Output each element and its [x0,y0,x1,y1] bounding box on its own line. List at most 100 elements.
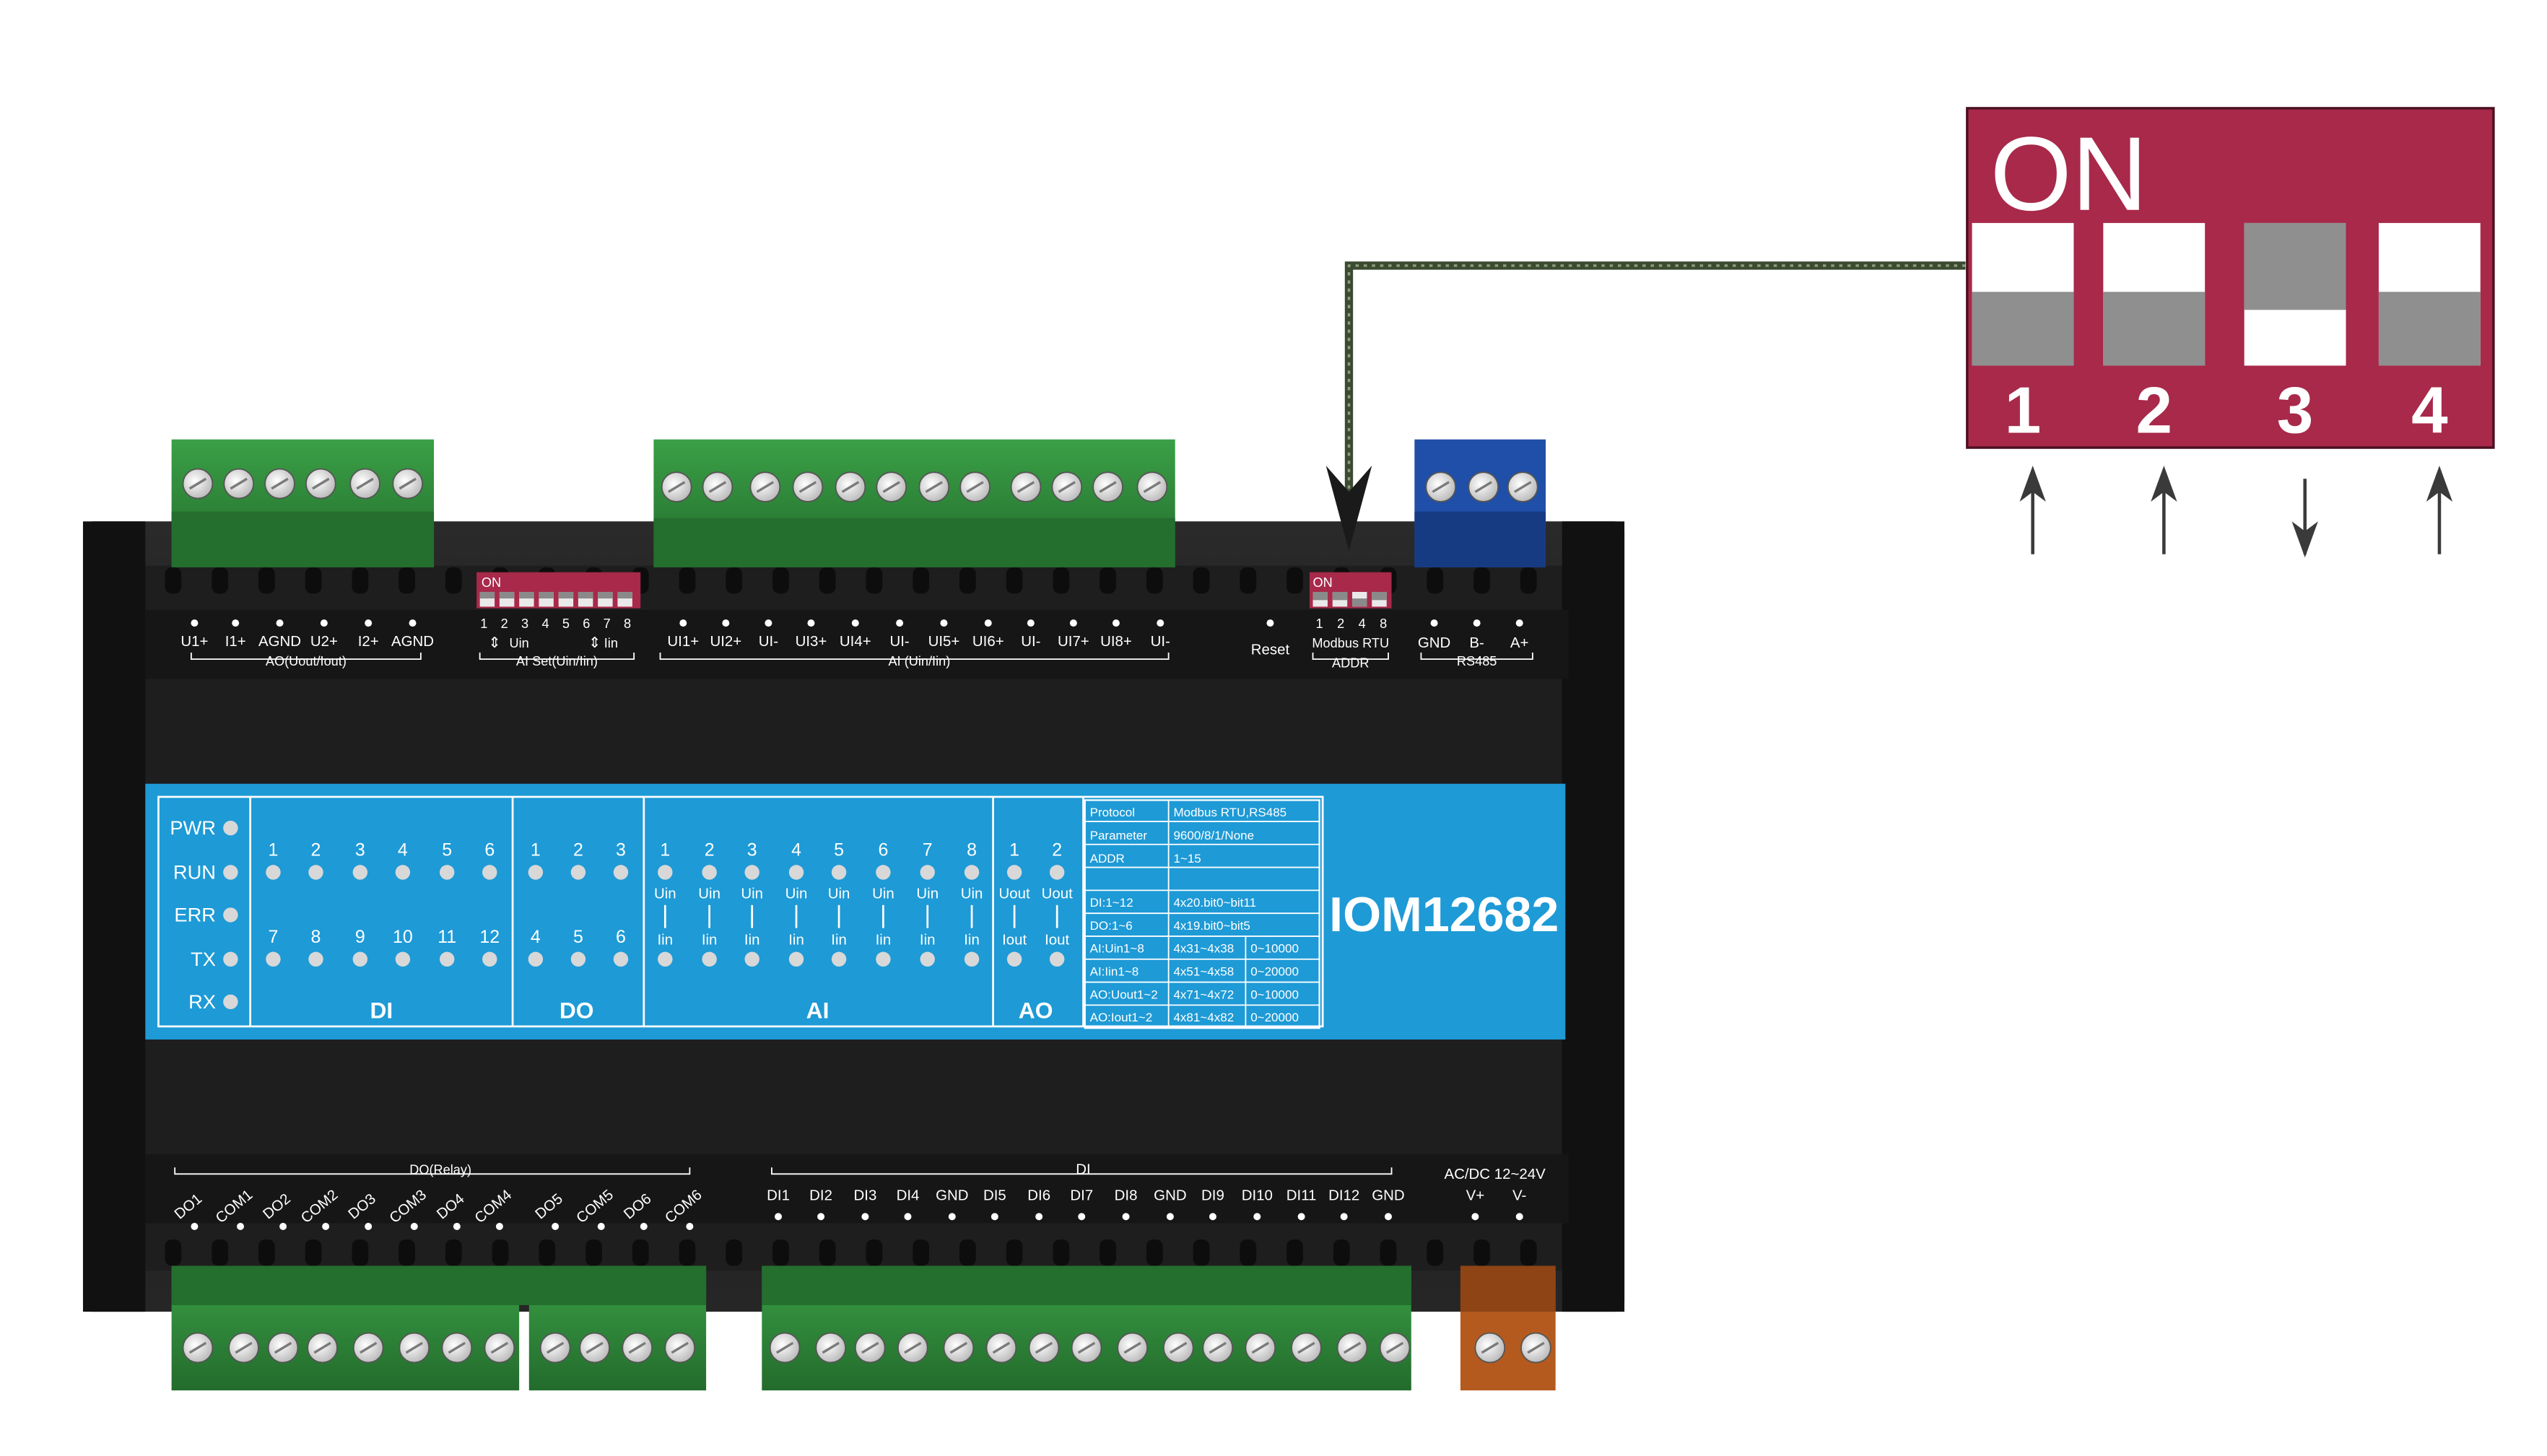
ao-uout-label: Uout [1042,886,1073,902]
ai-uin-label: Uin [654,886,676,902]
di-terminal-label: DI9 [1201,1187,1224,1204]
terminal-dot [1253,1213,1261,1221]
ai-set-uin-icon: ⇕ [489,635,501,651]
screw-slot [1016,481,1035,493]
terminal-block-ao[interactable] [171,439,435,567]
dip-knob[interactable] [2244,222,2346,310]
screw-slot [1251,1341,1270,1354]
addr-toggles [1312,591,1387,607]
terminal-dot [817,1213,825,1221]
di-led [395,865,411,880]
di-led [308,865,323,880]
spec-key: DO:1~6 [1090,919,1133,933]
addr-dip-switch[interactable]: ON [1309,572,1392,609]
spec-value: 4x71~4x72 [1173,988,1234,1001]
addr-protocol-label: Modbus RTU [1312,636,1389,650]
di-number: 10 [393,927,413,947]
top-notch [258,567,275,594]
bottom-notch [1100,1239,1116,1266]
screw-slot [448,1341,466,1354]
screw-slot [1527,1341,1545,1354]
spec-key: AO:Uout1~2 [1090,988,1158,1001]
top-notch [959,567,976,594]
ai-set-number: 4 [541,616,549,631]
terminal-dot [552,1223,560,1231]
top-notch [913,567,930,594]
terminal-dot [1340,1213,1348,1221]
addr-toggle-knob [1352,598,1367,607]
terminal-block-ai[interactable] [653,439,1175,567]
terminal-dot [409,619,417,627]
screw-slot [405,1341,424,1354]
ai-number: 3 [747,840,757,860]
screw-slot [1123,1341,1141,1354]
terminal-dot [232,619,240,627]
terminal-dot [1112,619,1120,627]
terminal-block-do[interactable] [171,1265,707,1391]
ai-uin-label: Uin [872,886,894,902]
di-terminal-label: DI8 [1115,1187,1138,1204]
top-notch [1100,567,1116,594]
do-led [528,951,544,967]
di-led [308,951,323,967]
terminal-dot [320,619,328,627]
dip-arrow-down-icon [2291,521,2318,558]
ai-terminal-label: UI- [889,633,909,650]
ai-iin-label: Iin [702,931,718,948]
spec-range: 0~10000 [1250,988,1299,1001]
di-number: 7 [269,927,279,947]
screw-slot [775,1341,794,1354]
terminal-dot [453,1223,461,1231]
dip-knob[interactable] [2103,292,2206,366]
dip-knob[interactable] [1972,292,2074,366]
ai-iin-led [702,951,717,967]
ai-terminal-label: UI7+ [1058,633,1089,650]
di-led [352,865,368,880]
ai-set-toggle-knob [598,591,613,599]
ai-uin-label: Uin [698,886,720,902]
model-name: IOM12682 [1329,887,1559,942]
terminal-dot [1297,1213,1305,1221]
screw-slot [628,1341,646,1354]
screw-slot [312,477,330,490]
ai-set-toggle-knob [617,591,632,599]
dip-number: 4 [2411,375,2448,448]
bottom-notch [585,1239,602,1266]
bottom-notch [1286,1239,1303,1266]
ai-iin-led [788,951,804,967]
terminal-dot [191,619,199,627]
top-notch [866,567,883,594]
ai-bracket [659,653,1170,661]
bottom-notch [165,1239,182,1266]
di-terminal-label: DI3 [854,1187,877,1204]
screw-slot [271,477,289,490]
bottom-notch [305,1239,322,1266]
screw-slot [399,477,417,490]
ai-set-toggle-knob [499,591,515,599]
ao-bracket [190,653,422,661]
ai-set-number: 8 [624,616,631,631]
terminal-block-di[interactable] [762,1265,1411,1391]
screw-slot [1474,481,1492,493]
ao-uout-label: Uout [999,886,1030,902]
screw-slot [1099,481,1117,493]
di-terminal-label: DI1 [767,1187,790,1204]
screw-slot [1481,1341,1499,1354]
bottom-screw-row [182,1332,1551,1364]
ai-uin-led [964,865,980,880]
screw-slot [708,481,727,493]
reset-label: Reset [1251,641,1290,658]
ai-number: 4 [791,840,801,860]
ai-terminal-label: UI- [759,633,778,650]
addr-number: 8 [1380,616,1387,631]
di-terminal-label: DI2 [809,1187,832,1204]
ai-iin-led [831,951,847,967]
ai-iin-label: Iin [831,931,847,948]
terminal-block-rs485[interactable] [1414,439,1546,567]
top-notch [772,567,789,594]
dip-knob[interactable] [2378,292,2481,366]
terminal-block-power[interactable] [1460,1265,1556,1391]
status-led-label: RUN [173,860,216,883]
ai-set-dip-switch[interactable]: ON [476,572,641,609]
